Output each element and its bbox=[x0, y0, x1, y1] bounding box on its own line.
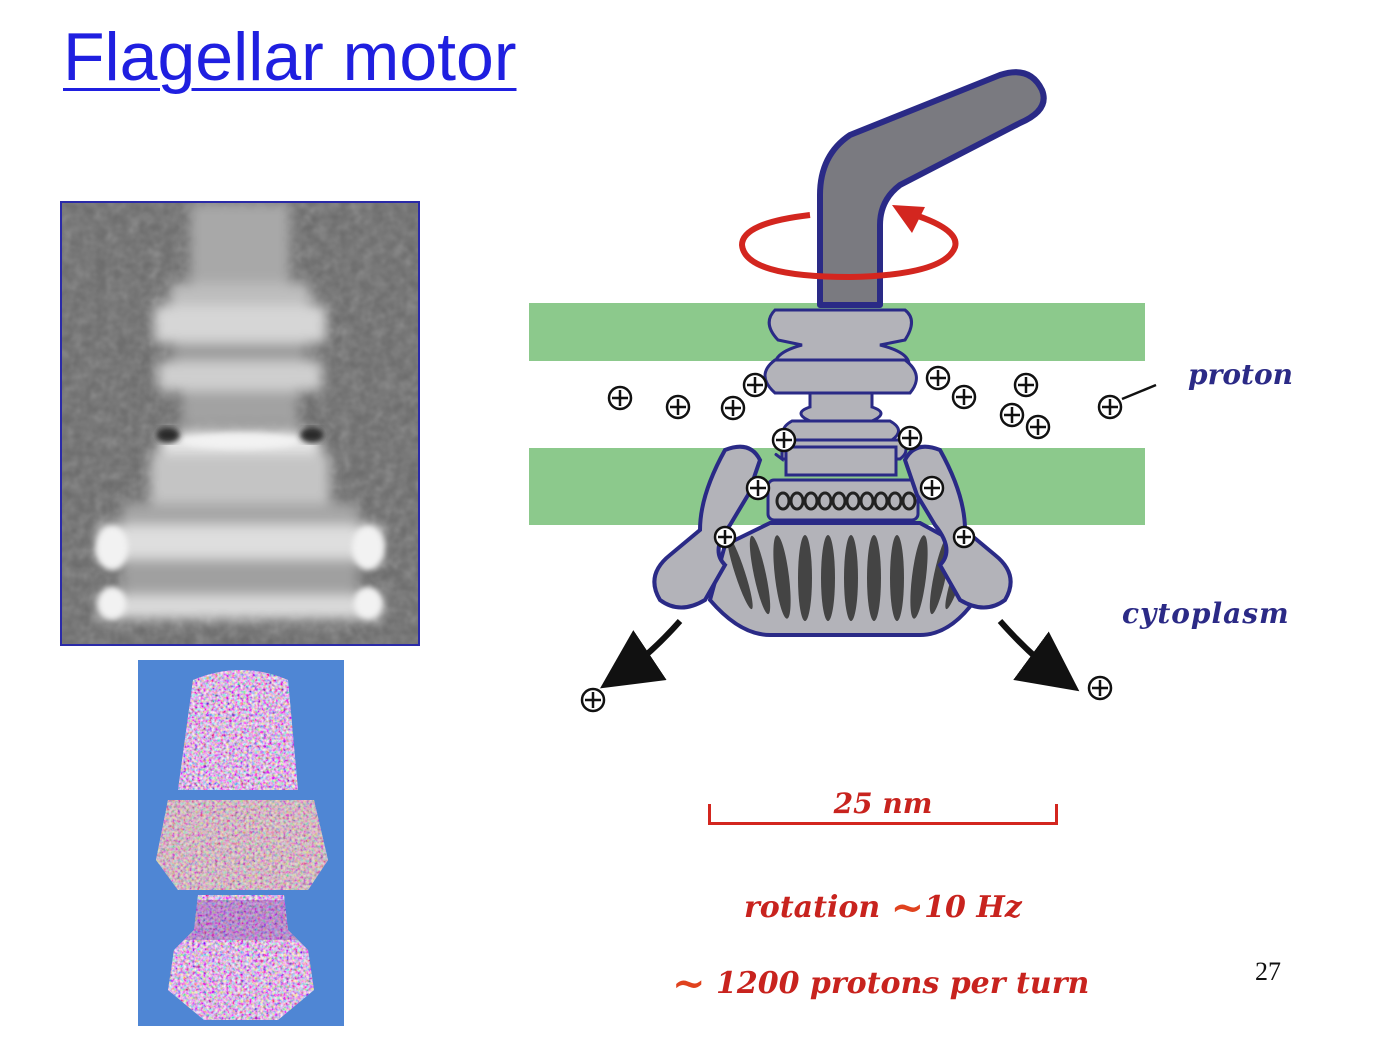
flagellar-filament bbox=[820, 72, 1044, 305]
scale-bar-label: 25 nm bbox=[708, 790, 1058, 818]
rotation-value: 10 Hz bbox=[924, 890, 1022, 925]
scale-bar-line bbox=[708, 822, 1058, 825]
micrograph-graphic bbox=[62, 203, 418, 644]
cytoplasm-label: cytoplasm bbox=[1122, 597, 1290, 630]
page-number: 27 bbox=[1255, 957, 1281, 987]
protons-note: ~ 1200 protons per turn bbox=[672, 960, 1089, 1007]
rotation-prefix: rotation bbox=[744, 890, 891, 925]
tilde-symbol: ~ bbox=[672, 960, 706, 1007]
atomic-model-graphic bbox=[138, 660, 344, 1026]
tilde-symbol: ~ bbox=[891, 884, 925, 931]
motor-schematic bbox=[520, 55, 1320, 735]
slide-title: Flagellar motor bbox=[63, 20, 517, 95]
rod bbox=[801, 393, 881, 421]
proton-label: proton bbox=[1188, 358, 1293, 391]
scale-bar-tick-right bbox=[1055, 804, 1058, 825]
scale-bar-tick-left bbox=[708, 804, 711, 825]
atomic-model-image bbox=[138, 660, 344, 1026]
motor-schematic-graphic bbox=[520, 55, 1320, 735]
scale-bar: 25 nm bbox=[708, 790, 1058, 830]
electron-micrograph-image bbox=[60, 201, 420, 646]
protons-value: 1200 protons per turn bbox=[706, 966, 1090, 1001]
rotation-note: rotation ~10 Hz bbox=[744, 884, 1022, 931]
